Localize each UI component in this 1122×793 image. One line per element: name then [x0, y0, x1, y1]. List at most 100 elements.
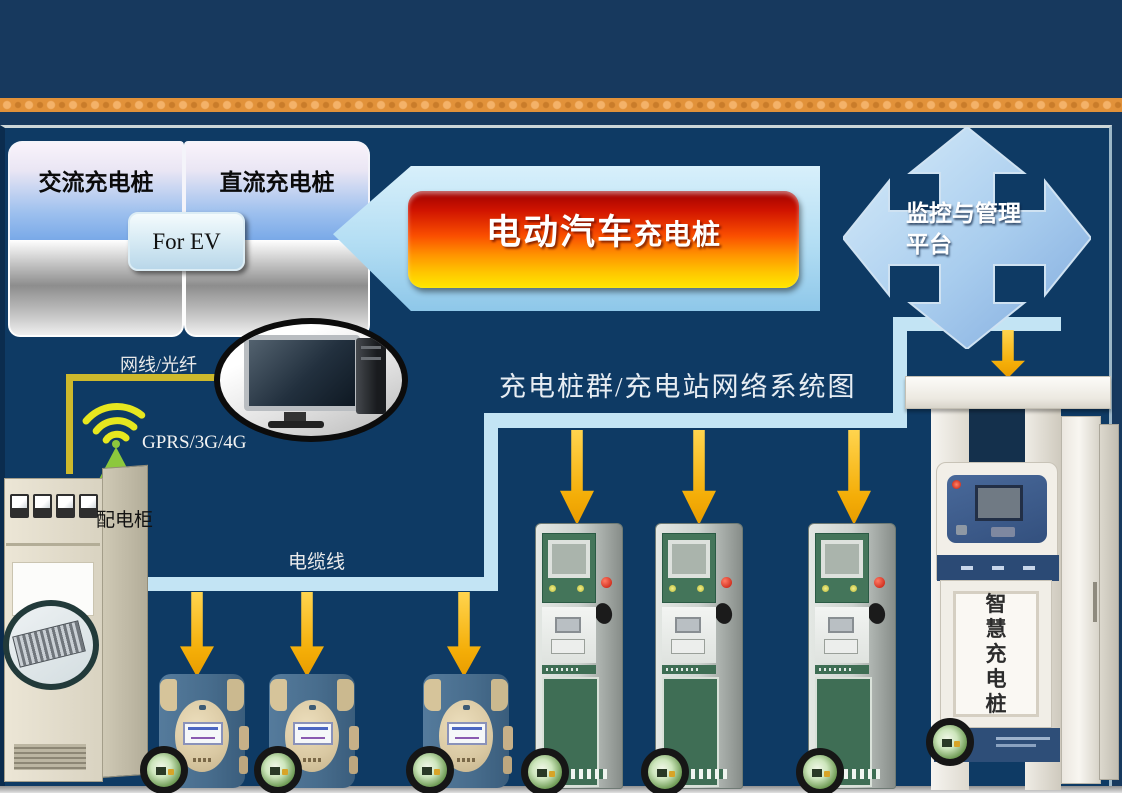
- meter-row: [10, 494, 98, 518]
- wifi-icon: [78, 392, 154, 448]
- meter-display: [79, 494, 98, 518]
- wallbox-side-tab: [503, 726, 513, 750]
- desktop-computer-icon: [214, 318, 408, 442]
- pile-indicator: [549, 585, 556, 592]
- pile-indicator: [697, 585, 704, 592]
- wallbox-sensor: [463, 705, 470, 710]
- banner-title: 电动汽车充电桩: [486, 204, 721, 255]
- computer-tower: [356, 338, 386, 414]
- wallbox-sensor: [199, 705, 206, 710]
- cabinet-divider: [6, 543, 100, 546]
- pile-name-plate: 智 慧 充 电 桩: [953, 591, 1039, 717]
- wallbox-branding: [193, 758, 213, 762]
- pile-mid-panel: [662, 607, 716, 663]
- four-way-arrow-icon: [841, 125, 1093, 351]
- for-ev-badge: For EV: [128, 212, 245, 271]
- button-band: [937, 555, 1059, 581]
- net-line-horizontal: [66, 374, 216, 381]
- wallbox-side-tab: [349, 726, 359, 750]
- wallbox-branding: [457, 758, 477, 762]
- pile-base-strip: [836, 769, 880, 779]
- control-screen: [975, 485, 1023, 521]
- bus-line-lower: [146, 577, 498, 591]
- ornament-border-band: [0, 98, 1122, 112]
- ac-pile-label: 交流充电桩: [38, 169, 154, 195]
- wallbox-wing: [424, 679, 441, 711]
- platform-label-line1: 监控与管理: [906, 200, 1021, 226]
- wallbox-wing: [160, 679, 177, 711]
- wallbox-display: [183, 722, 223, 745]
- meter-display: [33, 494, 52, 518]
- wallbox-wing: [337, 679, 354, 711]
- wireless-label: GPRS/3G/4G: [142, 432, 247, 453]
- pile-head-unit: [936, 462, 1059, 581]
- diagram-title: 充电桩群/充电站网络系统图: [499, 372, 857, 402]
- wallbox-wing: [491, 679, 508, 711]
- pile-brand-strip: [542, 665, 596, 674]
- pcb-board-icon: [796, 748, 844, 793]
- pile-side-panel: [1099, 424, 1119, 780]
- pile-front-door: 智 慧 充 电 桩: [940, 580, 1052, 728]
- card-slot: [671, 639, 705, 654]
- meter-display: [56, 494, 75, 518]
- banner-title-sub: 充电桩: [634, 219, 722, 250]
- emergency-button: [874, 577, 885, 588]
- pile-small-display: [675, 617, 701, 633]
- monitor-screen: [244, 335, 360, 411]
- wallbox-branding: [303, 758, 323, 762]
- monitor-stand: [284, 412, 306, 422]
- wallbox-side-tab: [239, 756, 248, 774]
- emergency-button: [601, 577, 612, 588]
- pile-small-display: [555, 617, 581, 633]
- power-cabinet-label: 配电柜: [96, 510, 154, 531]
- banner-title-main: 电动汽车: [485, 213, 634, 252]
- platform-label-line2: 平台: [906, 231, 952, 257]
- indicator-light: [952, 480, 961, 489]
- banner-button: 电动汽车充电桩: [408, 191, 799, 288]
- bus-line-upper: [484, 413, 907, 428]
- pile-display: [668, 540, 710, 578]
- pcb-board-icon: [926, 718, 974, 766]
- wallbox-charger: [269, 674, 359, 788]
- pcb-board-icon: [254, 746, 302, 793]
- wallbox-display: [293, 722, 333, 745]
- pile-display: [821, 540, 863, 578]
- pile-indicator: [669, 585, 676, 592]
- smart-pile-char: 充: [985, 641, 1007, 666]
- pcb-board-icon: [521, 748, 569, 793]
- monitor-base: [268, 421, 324, 428]
- pile-brand-strip: [815, 665, 869, 674]
- cable-line-label: 电缆线: [288, 552, 346, 573]
- bus-line-mid-vertical: [484, 420, 498, 590]
- pile-door-handle: [1093, 582, 1097, 622]
- pcb-board-icon: [406, 746, 454, 793]
- control-panel: [947, 475, 1047, 543]
- pile-small-display: [828, 617, 854, 633]
- pile-mid-panel: [815, 607, 869, 663]
- wallbox-wing: [227, 679, 244, 711]
- pile-mid-panel: [542, 607, 596, 663]
- for-ev-label: For EV: [152, 228, 221, 254]
- pile-display: [548, 540, 590, 578]
- wallbox-charger: [159, 674, 249, 788]
- pile-base-strip: [563, 769, 607, 779]
- smart-pile-char: 智: [985, 591, 1007, 616]
- wallbox-side-tab: [239, 726, 249, 750]
- pile-door: [542, 677, 599, 787]
- platform-label: 监控与管理 平台: [906, 198, 1066, 260]
- pile-indicator: [577, 585, 584, 592]
- net-line-vertical: [66, 374, 73, 474]
- card-slot: [551, 639, 585, 654]
- pile-canopy: [905, 376, 1111, 409]
- network-line-label: 网线/光纤: [120, 355, 198, 375]
- wallbox-side-tab: [349, 756, 358, 774]
- dc-pile-label: 直流充电桩: [219, 169, 335, 195]
- floor-charging-pile: [535, 523, 623, 789]
- pile-base-strip: [683, 769, 727, 779]
- wallbox-sensor: [309, 705, 316, 710]
- smart-pile-char: 慧: [985, 616, 1007, 641]
- wallbox-display: [447, 722, 487, 745]
- wallbox-wing: [270, 679, 287, 711]
- smart-pile-char: 桩: [985, 691, 1007, 716]
